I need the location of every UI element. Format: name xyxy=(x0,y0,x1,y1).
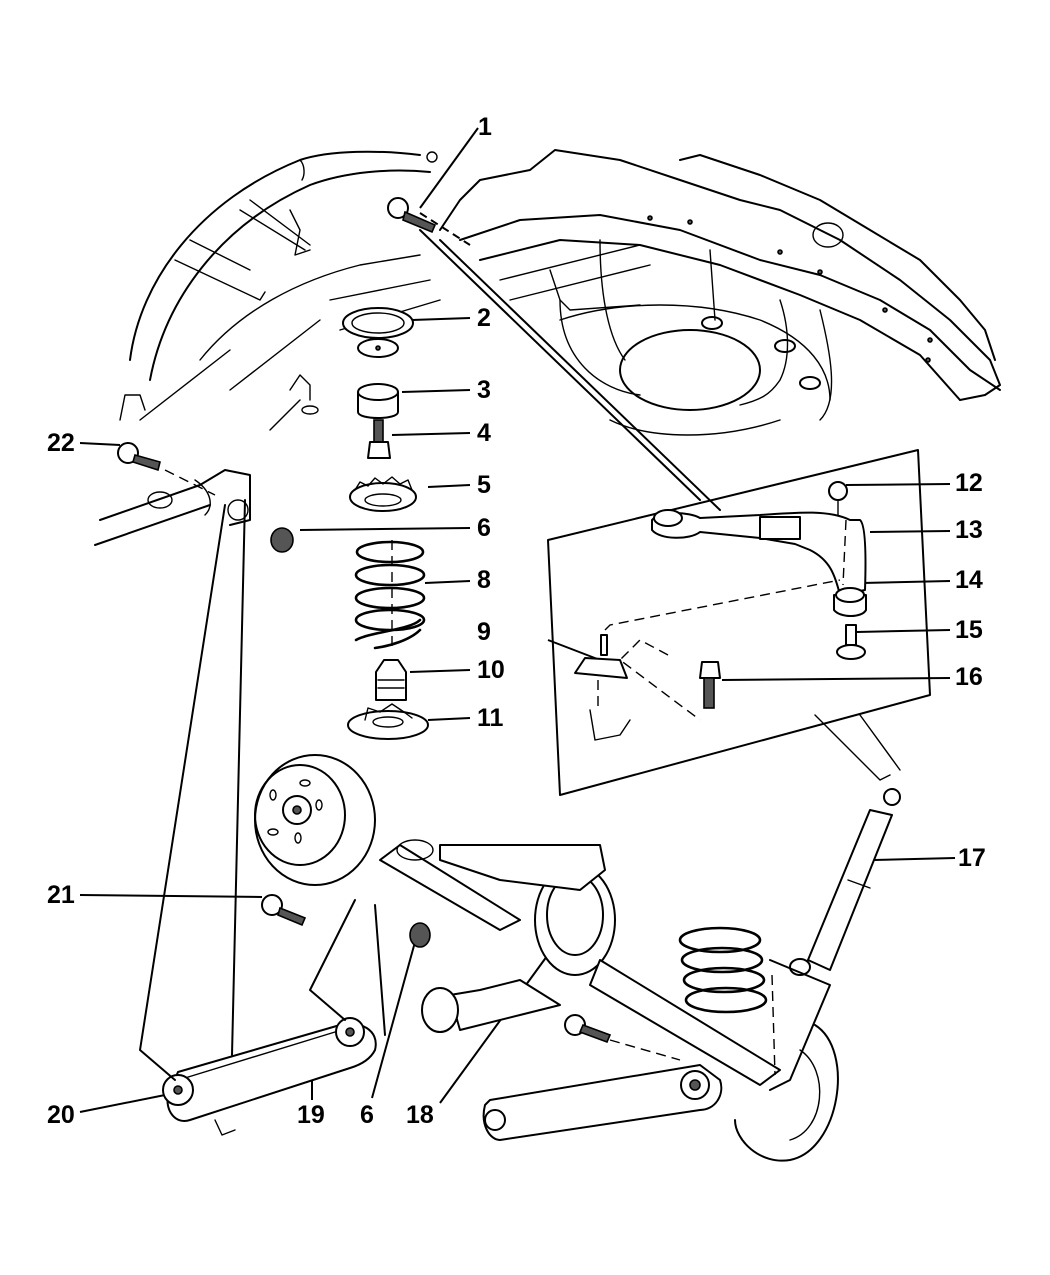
part-4-bolt xyxy=(367,419,391,459)
part-3-jounce-bumper xyxy=(357,383,399,419)
frame-bracket xyxy=(94,469,251,546)
callout-16: 16 xyxy=(955,663,983,691)
part-15-bolt xyxy=(836,624,866,660)
part-12-nut xyxy=(828,481,848,516)
callout-9: 9 xyxy=(477,618,491,646)
right-brake-rotor xyxy=(734,1024,839,1162)
callout-1: 1 xyxy=(478,113,492,141)
callout-12: 12 xyxy=(955,469,983,497)
callout-10: 10 xyxy=(477,656,505,684)
callout-15: 15 xyxy=(955,616,983,644)
leader-lines xyxy=(79,127,956,1113)
part-8-coil-spring xyxy=(354,540,426,650)
part-17-shock-absorber xyxy=(789,714,901,976)
callout-14: 14 xyxy=(955,566,983,594)
wheel-house-body xyxy=(119,150,441,431)
callout-4: 4 xyxy=(477,419,491,447)
callout-6-lower: 6 xyxy=(360,1101,374,1129)
callout-13: 13 xyxy=(955,516,983,544)
part-16-bolt xyxy=(618,639,721,721)
right-lower-control-arm xyxy=(482,1064,723,1141)
part-20-bushing xyxy=(162,1017,365,1106)
part-2-upper-isolator xyxy=(342,307,414,358)
part-1-bolt xyxy=(387,197,437,234)
part-18-bolt xyxy=(564,1014,681,1061)
part-13-upper-control-arm xyxy=(651,509,867,596)
part-6-nut-upper xyxy=(270,527,294,553)
part-9-bracket xyxy=(574,579,841,741)
part-21-bolt xyxy=(261,894,307,927)
callout-21: 21 xyxy=(47,881,75,909)
callout-2: 2 xyxy=(477,304,491,332)
callout-19: 19 xyxy=(297,1101,325,1129)
callout-20: 20 xyxy=(47,1101,75,1129)
right-coil-spring xyxy=(678,926,768,1014)
part-22-bolt xyxy=(117,442,216,496)
callout-8: 8 xyxy=(477,566,491,594)
axle-housing xyxy=(379,839,781,1086)
callout-3: 3 xyxy=(477,376,491,404)
part-10-bumper xyxy=(375,659,407,701)
right-spring-bracket xyxy=(769,959,831,1091)
detail-inset-panel xyxy=(547,449,931,796)
control-arm-bracket-lines xyxy=(139,499,386,1081)
part-14-bushing xyxy=(833,587,867,617)
callout-17: 17 xyxy=(958,844,986,872)
callout-18: 18 xyxy=(406,1101,434,1129)
part-6-nut-lower xyxy=(409,922,431,948)
frame-rail-and-spare-well xyxy=(419,149,1001,511)
callout-11: 11 xyxy=(477,704,504,732)
callout-6-upper: 6 xyxy=(477,514,491,542)
callout-22: 22 xyxy=(47,429,75,457)
callout-5: 5 xyxy=(477,471,491,499)
brake-rotor-hub xyxy=(254,754,376,886)
part-11-lower-isolator xyxy=(347,703,429,740)
part-5-spring-isolator xyxy=(349,476,417,512)
